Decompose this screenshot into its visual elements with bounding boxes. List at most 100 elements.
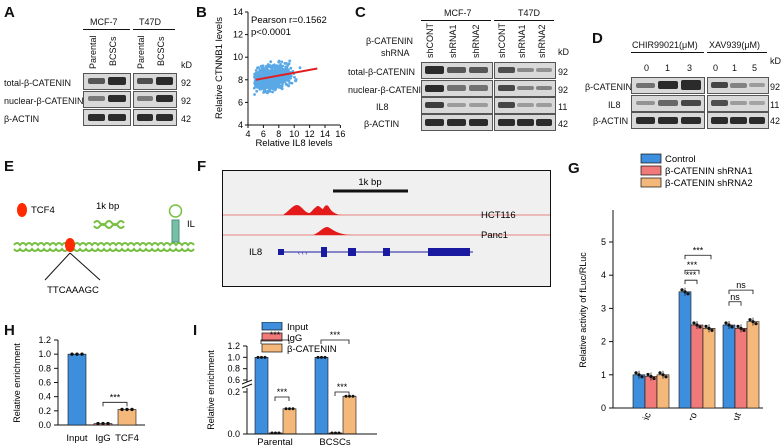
group-underline	[631, 52, 704, 53]
band	[536, 86, 552, 90]
data-point	[652, 376, 656, 381]
scatter-point	[280, 65, 283, 69]
data-point	[634, 371, 638, 375]
peak-panc1	[313, 227, 353, 235]
lane-label: shCONT	[497, 22, 507, 58]
data-point	[748, 318, 752, 322]
scatter-point	[277, 83, 280, 87]
significance-label: ***	[686, 270, 697, 280]
band	[88, 114, 105, 121]
band	[536, 103, 552, 107]
gene-exon	[278, 249, 284, 255]
lane-label: shRNA1	[448, 24, 458, 58]
legend-label: β-CATENIN shRNA1	[665, 166, 753, 177]
data-point	[96, 421, 100, 426]
significance-bracket	[728, 301, 742, 306]
y-tick-label: 4	[238, 120, 243, 130]
legend-label: Control	[665, 154, 696, 165]
data-point	[692, 321, 696, 325]
dose-label: 5	[752, 63, 758, 73]
band	[137, 114, 153, 121]
legend-swatch	[261, 343, 283, 353]
data-point	[680, 288, 684, 292]
kd-value: 92	[770, 82, 781, 92]
row-label: β-ACTIN	[593, 116, 629, 126]
kd-value: 42	[770, 116, 781, 126]
motif-pointer	[44, 252, 71, 281]
data-point	[260, 355, 263, 359]
data-point	[710, 328, 714, 332]
genome-tracks: 1k bp HCT116 Panc1 IL8 ‹ ‹ ‹	[223, 177, 550, 258]
scatter-point	[253, 81, 256, 85]
data-point	[727, 323, 731, 327]
legend-label: β-CATENIN shRNA2	[665, 178, 753, 189]
gene-exon	[348, 248, 356, 256]
blot-strip	[707, 95, 769, 112]
lane-label: Parental	[88, 35, 98, 69]
y-tick-label: 8	[238, 75, 243, 85]
scatter-point	[278, 81, 281, 85]
band	[681, 100, 701, 106]
y-tick-label: 5	[601, 237, 606, 247]
il8-loop-icon	[168, 204, 183, 218]
tcf4-icon	[17, 203, 27, 217]
blot-strip	[421, 97, 493, 114]
data-point	[704, 324, 708, 328]
data-point	[288, 407, 291, 411]
scatter-point	[273, 86, 276, 89]
band	[658, 117, 678, 124]
data-point	[698, 325, 702, 329]
strand-arrow-icon: ‹ ‹ ‹	[298, 251, 307, 257]
data-point	[640, 375, 644, 379]
band	[108, 114, 126, 121]
scatter-point	[268, 85, 272, 89]
band	[425, 119, 444, 126]
data-point	[742, 328, 746, 332]
bar	[656, 374, 670, 409]
p-value-annotation: p<0.0001	[251, 27, 291, 38]
y-tick-label: 2	[601, 337, 606, 347]
band	[536, 68, 552, 72]
motif-sequence: TTCAAAGC	[47, 285, 99, 296]
bar	[690, 324, 704, 409]
gene-label: IL8	[249, 247, 262, 258]
y-tick-label: 0.8	[227, 364, 240, 374]
significance-label: ***	[330, 330, 341, 340]
bar	[734, 328, 748, 409]
panel-label-f: F	[197, 158, 207, 175]
panel-label-g: G	[568, 160, 580, 177]
legend-label: β-CATENIN	[287, 344, 337, 355]
bar	[722, 324, 736, 409]
treatment-label-xav: XAV939(μM)	[709, 40, 761, 50]
data-point	[320, 355, 323, 359]
group-underline	[83, 29, 130, 30]
group-underline	[421, 20, 491, 21]
x-tick-label: 12	[305, 129, 315, 139]
scatter-point	[270, 70, 273, 74]
x-tick-label: IgG	[95, 433, 110, 444]
data-point	[724, 321, 728, 325]
x-tick-label: 4	[245, 129, 250, 139]
blot-strip	[421, 62, 493, 79]
group-underline	[707, 52, 767, 53]
legend-swatch	[640, 177, 662, 188]
band	[498, 67, 515, 73]
row-label: β-CATENIN	[585, 82, 633, 92]
band	[749, 101, 765, 105]
significance-bracket	[274, 396, 290, 401]
scatter-point	[290, 81, 294, 85]
group-label-mcf7: MCF-7	[90, 17, 118, 27]
group-underline	[133, 29, 175, 30]
band	[88, 78, 105, 84]
blot-strip	[421, 114, 493, 131]
data-point	[646, 372, 650, 377]
bar	[67, 353, 87, 426]
kd-value: 11	[770, 100, 780, 110]
x-tick-label: IL8 Pro	[679, 411, 700, 420]
group-label-t47d: T47D	[139, 17, 162, 27]
scatter-point	[253, 93, 256, 96]
row-label: β-ACTIN	[364, 119, 400, 129]
y-axis-label: Relative activity of fLuc/RLuc	[578, 252, 588, 368]
scatter-point	[255, 89, 259, 93]
